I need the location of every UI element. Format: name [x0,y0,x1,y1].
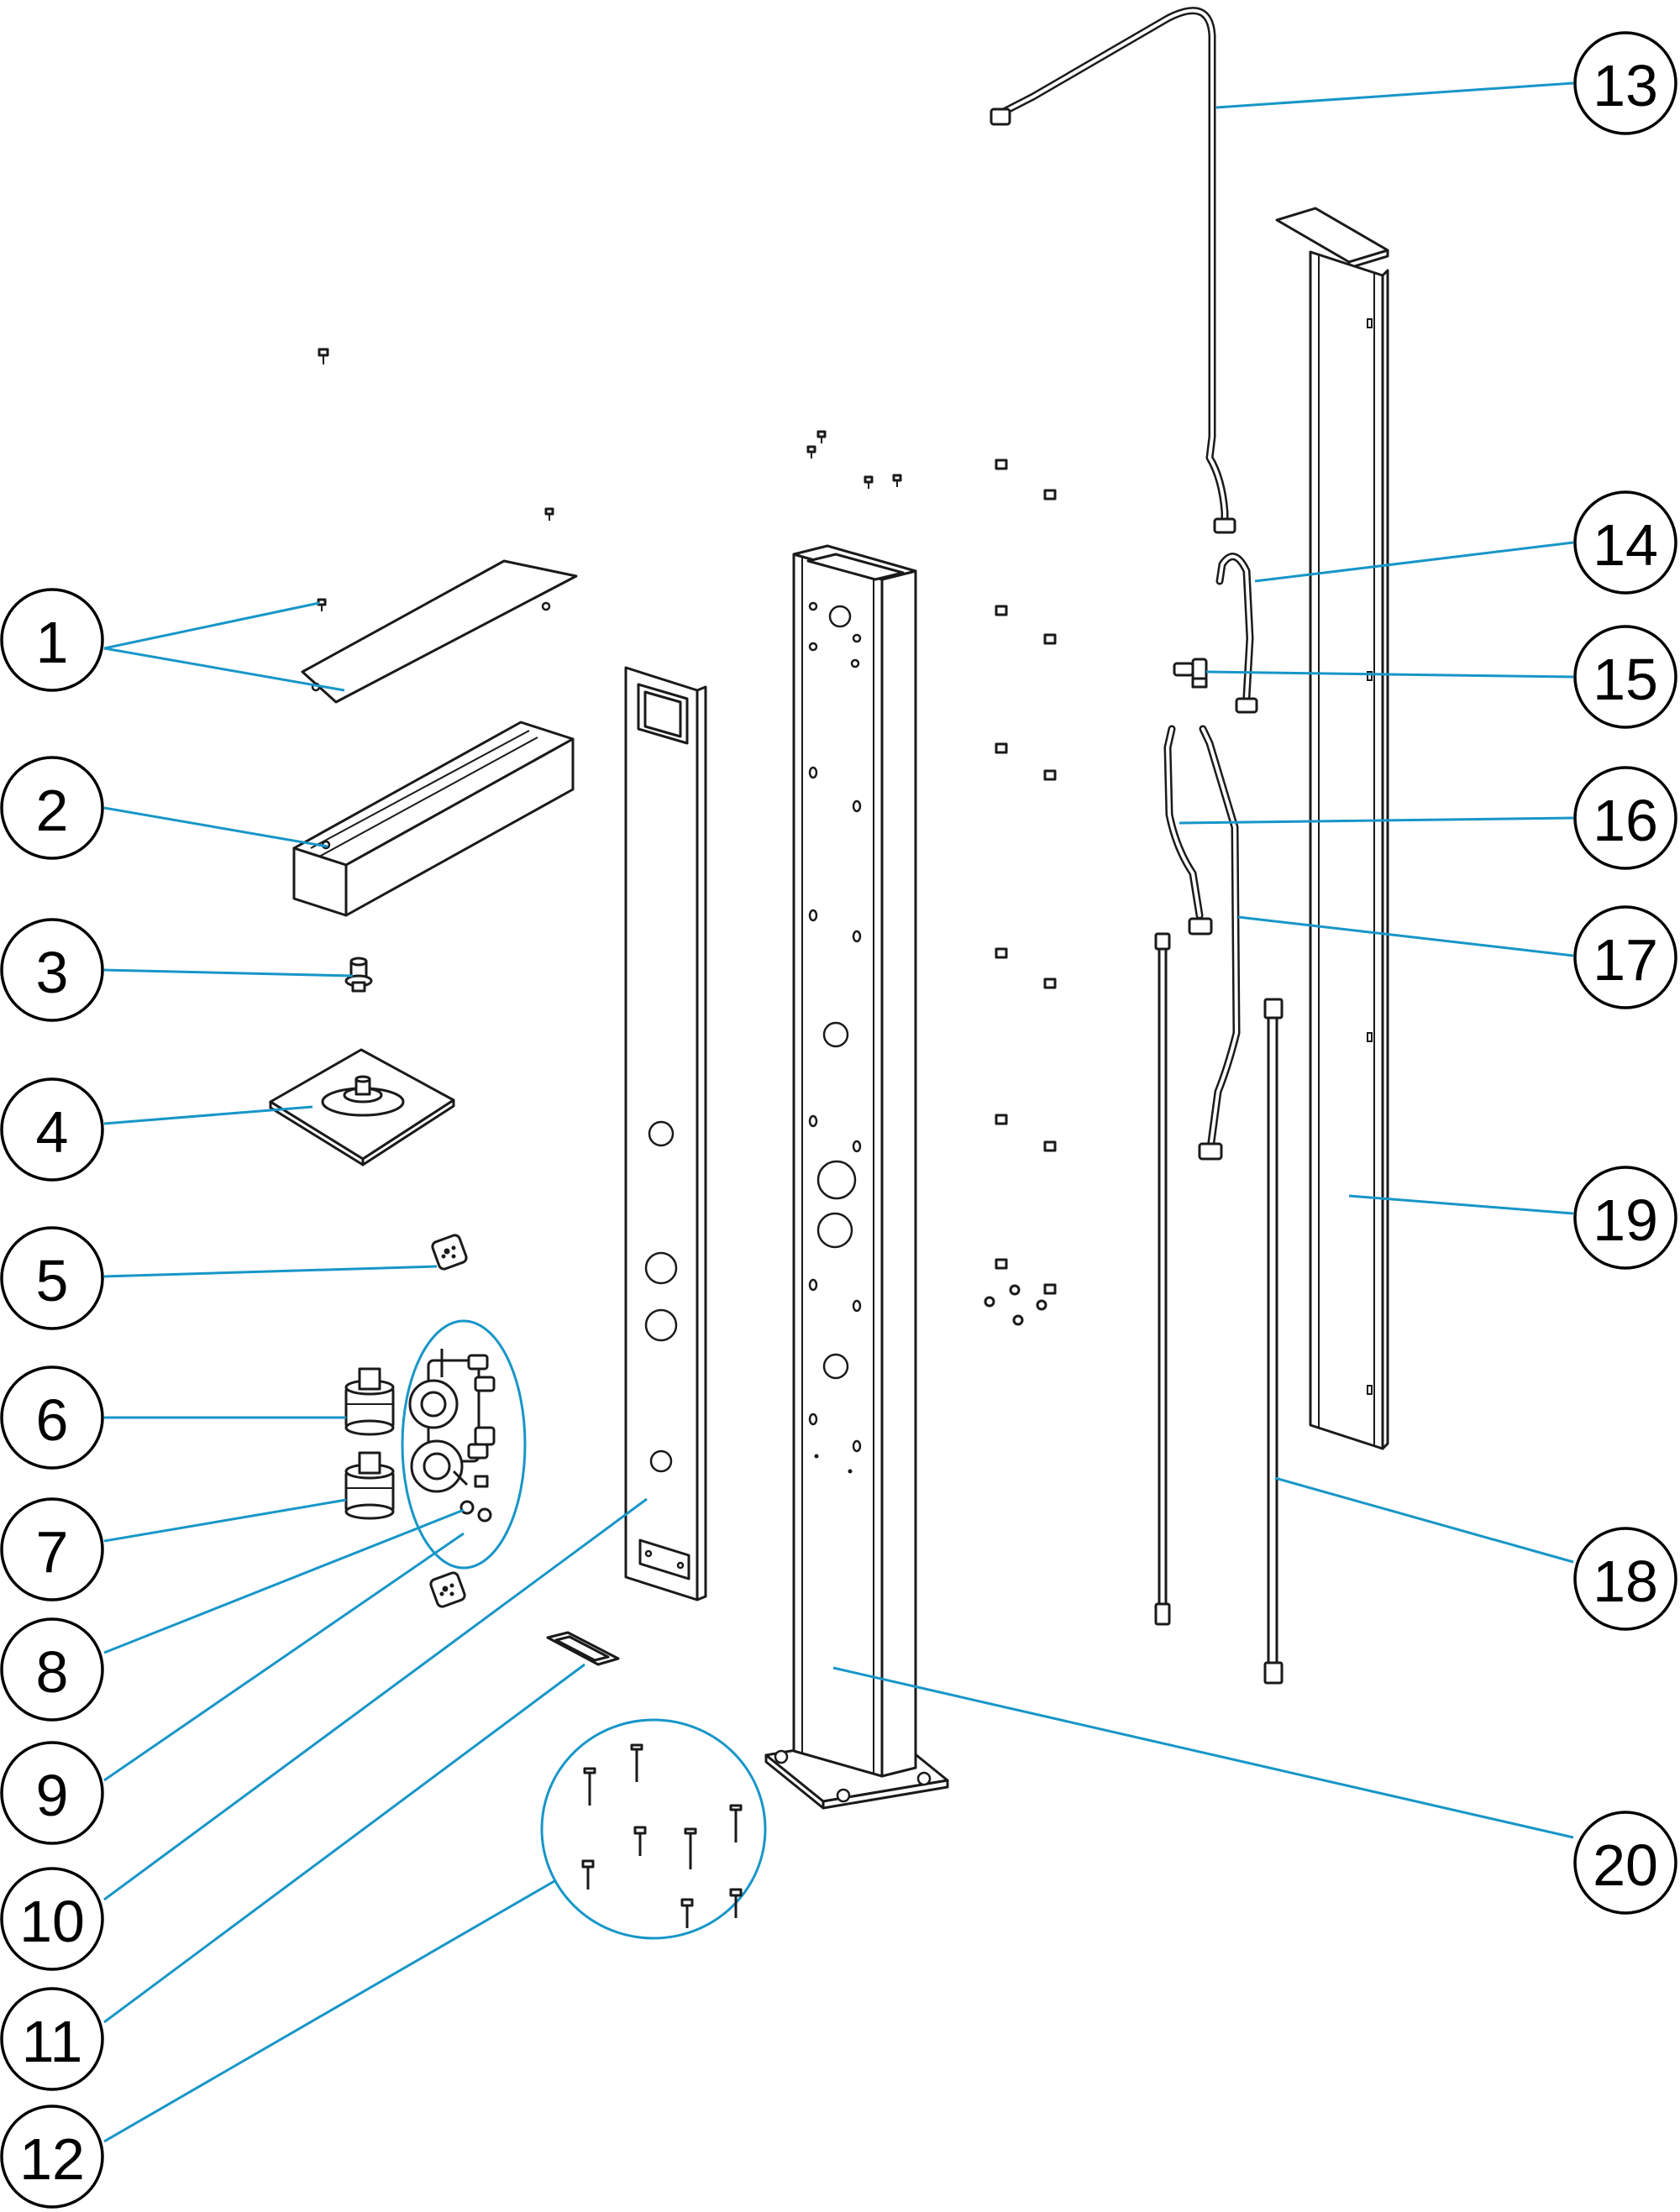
callout-3-label: 3 [36,940,69,1005]
callout-15-label: 15 [1593,647,1658,712]
leader-11 [103,1663,585,2024]
callout-16-label: 16 [1593,788,1658,853]
part-7-cartridge [344,1451,395,1520]
part-17-long-hose [1198,725,1241,1161]
callout-5-label: 5 [36,1248,69,1313]
callout-9: 9 [0,1741,104,1845]
callout-11-label: 11 [22,2009,83,2074]
callout-19: 19 [1573,1166,1677,1270]
part-4-shower-head [269,1048,455,1166]
callout-13-label: 13 [1593,53,1658,118]
leader-7 [103,1498,347,1543]
callout-17-label: 17 [1593,927,1658,993]
callout-6: 6 [0,1365,104,1470]
callout-20-label: 20 [1593,1832,1658,1898]
callout-12-label: 12 [19,2126,85,2192]
leader-8 [103,1508,465,1654]
callout-18: 18 [1573,1527,1677,1631]
part-15-tee-fitting [1173,658,1208,689]
callout-5: 5 [0,1226,104,1330]
callout-13: 13 [1573,31,1677,135]
screw [633,1826,647,1856]
callout-1: 1 [0,588,104,692]
part-16-hose [1163,725,1213,936]
leader-10 [103,1497,648,1901]
screw [630,1743,643,1782]
screw [583,1767,596,1806]
part-13-overhead-pipe [990,7,1236,534]
valve-body-group [401,1319,527,1570]
leader-18 [1274,1476,1574,1564]
part-6-cartridge [344,1367,395,1436]
part-12-screw-set [540,1718,767,1940]
leader-4 [103,1105,313,1125]
part-19-back-panel [1275,207,1389,1450]
screw [729,1888,743,1918]
callout-7-label: 7 [36,1519,69,1585]
callout-14: 14 [1573,490,1677,595]
callout-19-label: 19 [1593,1187,1658,1253]
leader-5 [103,1265,438,1278]
screw [684,1827,697,1869]
leader-3 [103,968,354,978]
leader-2 [103,806,328,848]
part-2-tray-box [292,721,575,917]
screw [729,1804,743,1842]
part-10-front-panel [624,666,707,1601]
callout-11: 11 [0,1987,104,2091]
callout-4-label: 4 [36,1099,69,1165]
part-5-nozzle [431,1234,468,1271]
leader-20 [832,1666,1574,1839]
leader-19 [1348,1194,1574,1215]
callout-2: 2 [0,756,104,860]
callout-3: 3 [0,918,104,1022]
callout-16: 16 [1573,766,1677,870]
part-20-main-column [764,544,949,1810]
part-5b-nozzle [429,1571,466,1608]
callout-14-label: 14 [1593,512,1658,578]
part-14-hose [1215,553,1258,714]
part-18-rod-left [1154,932,1171,1626]
callout-9-label: 9 [36,1763,69,1828]
leader-13 [1215,81,1574,109]
leader-9 [103,1532,465,1782]
mounting-screws [984,459,1057,1326]
part-18-rod-right [1263,998,1284,1685]
callout-8-label: 8 [36,1639,69,1705]
leader-15 [1205,670,1574,679]
callout-15: 15 [1573,625,1677,729]
callout-18-label: 18 [1593,1549,1658,1614]
callout-10: 10 [0,1867,104,1971]
callout-12: 12 [0,2105,104,2209]
callout-4: 4 [0,1077,104,1182]
small-screws [806,430,902,489]
part-3-fitting [344,957,373,993]
callout-10-label: 10 [19,1889,85,1954]
callout-20: 20 [1573,1811,1677,1915]
screw [581,1859,595,1890]
callout-7: 7 [0,1497,104,1601]
leader-1a [103,601,320,650]
leader-1b [103,647,345,692]
screw [680,1898,694,1928]
part-11-frame-plate [546,1631,620,1666]
callout-2-label: 2 [36,778,69,843]
leader-17 [1237,915,1574,957]
leader-14 [1254,541,1574,583]
leader-lines [103,81,1574,2143]
leader-16 [1179,816,1574,825]
callout-8: 8 [0,1617,104,1722]
callout-6-label: 6 [36,1387,69,1453]
part-1-cover-plate [301,348,578,704]
callout-17: 17 [1573,905,1677,1009]
callout-1-label: 1 [36,610,69,675]
leader-12 [103,1879,555,2143]
